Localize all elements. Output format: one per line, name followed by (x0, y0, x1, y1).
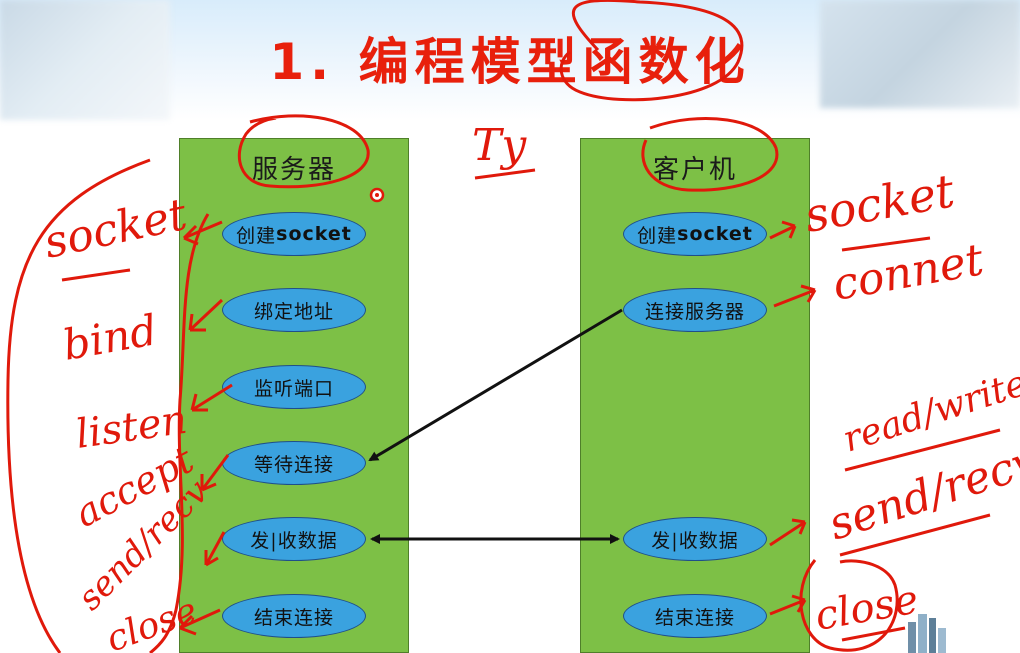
client-title-circle-mark (641, 117, 779, 192)
server-send-recv-node: 发|收数据 (222, 517, 366, 561)
left-red-arrows (178, 220, 233, 636)
note-left-bind: bind (59, 305, 160, 370)
connect-arrow (368, 308, 623, 462)
client-connect-node: 连接服务器 (623, 288, 767, 332)
right-red-arrows (769, 220, 817, 616)
client-send-recv-node: 发|收数据 (623, 517, 767, 561)
note-right-close: close (812, 577, 922, 640)
slide-title: 1. 编程模型函数化 (269, 33, 751, 91)
client-create-socket-zh: 创建 (637, 224, 678, 247)
server-listen-port-node: 监听端口 (222, 365, 366, 409)
left-loop-bracket (6, 158, 151, 653)
title-circle-mark (559, 0, 744, 102)
building-watermark-icon (908, 614, 946, 653)
blurred-region-right (820, 0, 1020, 108)
server-create-socket-en: socket (276, 223, 352, 245)
client-close-node: 结束连接 (623, 594, 767, 638)
server-create-socket-zh: 创建 (236, 224, 277, 247)
server-title-circle-mark (237, 114, 370, 189)
client-create-socket-en: socket (677, 223, 753, 245)
note-left-socket: socket (40, 189, 192, 269)
note-right-socket: socket (801, 163, 959, 242)
server-accept-node: 等待连接 (222, 441, 366, 485)
note-ty: Ty (472, 120, 527, 171)
note-right-connect: connet (829, 234, 987, 311)
server-close-node: 结束连接 (222, 594, 366, 638)
blurred-region-left (0, 0, 170, 120)
server-bind-address-node: 绑定地址 (222, 288, 366, 332)
server-title: 服务器 (251, 155, 336, 185)
client-title: 客户机 (652, 155, 737, 185)
left-brace-mark (149, 213, 210, 653)
